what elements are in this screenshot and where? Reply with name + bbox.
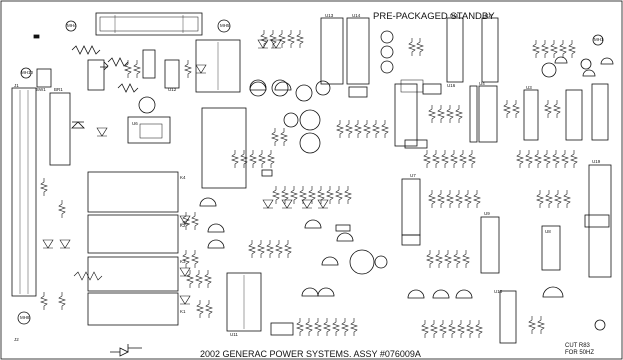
- component-r12: [201, 107, 247, 189]
- label-k3: K3: [180, 259, 186, 264]
- label-u16: U16: [447, 83, 456, 88]
- mounting-hole-mh1: [592, 34, 604, 46]
- label-mh10: MH10: [21, 70, 34, 75]
- component-u11: [226, 272, 262, 332]
- label-mh5: MH5: [220, 23, 230, 28]
- label-u9: U9: [484, 211, 490, 216]
- label-j1: J1: [14, 83, 19, 88]
- capacitor: [138, 96, 156, 114]
- label-j2: J2: [14, 337, 19, 342]
- mounting-hole-mh8: [17, 311, 31, 325]
- label-u14: U14: [352, 13, 361, 18]
- label-k4: K4: [180, 175, 186, 180]
- assembly-label: 2002 GENERAC POWER SYSTEMS. ASSY #076009…: [200, 349, 421, 359]
- mounting-hole-mh10: [20, 67, 32, 79]
- relay-k2: [87, 256, 179, 292]
- mounting-hole-mh5: [217, 19, 231, 33]
- label-br1: BR1: [54, 87, 63, 92]
- chip-u7: [401, 178, 421, 236]
- note-line-2: FOR 50HZ: [565, 350, 595, 356]
- transistor-q9: [249, 81, 267, 91]
- relay-k1: [87, 292, 179, 326]
- label-mh8: MH8: [20, 315, 30, 320]
- label-u6: U6: [132, 121, 138, 126]
- chip-u3: [523, 89, 539, 141]
- chip-u4: [478, 85, 498, 143]
- label-mh4: MH4: [67, 23, 77, 28]
- chip-u12: [164, 59, 180, 89]
- label-u11: U11: [230, 332, 238, 337]
- transistor-q12: [304, 219, 322, 229]
- board-title: PRE-PACKAGED STANDBY: [373, 11, 495, 22]
- component-c16: [584, 214, 610, 228]
- switch-sw1: [36, 68, 52, 88]
- label-k1: K1: [180, 309, 186, 314]
- label-k2: K2: [180, 223, 186, 228]
- chip-u13: [320, 17, 344, 85]
- bridge-br1: [49, 92, 71, 166]
- top-header-connector: [95, 12, 203, 36]
- label-u7: U7: [410, 173, 416, 178]
- label-u17: U17: [485, 13, 494, 18]
- transistor-q4: [199, 197, 217, 207]
- label-u4: U4: [479, 81, 485, 86]
- chip-u9: [480, 216, 500, 274]
- relay-k4: [87, 171, 179, 213]
- label-u13: U13: [325, 13, 334, 18]
- label-mh1: MH1: [594, 37, 604, 42]
- chip-u17: [481, 17, 499, 83]
- resistor-r1: [71, 45, 101, 55]
- capacitor-large: [299, 109, 321, 131]
- transistor-q2: [321, 256, 339, 266]
- transistor-q5: [207, 223, 225, 233]
- note-line-1: CUT R83: [565, 343, 590, 349]
- chip-u19: [588, 164, 612, 278]
- component-q7: [195, 39, 241, 93]
- label-u3: U3: [526, 85, 532, 90]
- label-u8: U8: [545, 229, 551, 234]
- chip-u10: [499, 290, 517, 344]
- label-u10: U10: [494, 289, 503, 294]
- relay-k3: [87, 214, 179, 254]
- chip-u14: [346, 17, 370, 85]
- label-sw1: SW1: [36, 87, 46, 92]
- capacitor-c5: [349, 249, 375, 275]
- resistor: [107, 57, 129, 67]
- left-connector-j1: [11, 87, 37, 297]
- diodes: [42, 39, 329, 305]
- label-u15: U15: [450, 13, 459, 18]
- label-u12: U12: [168, 87, 177, 92]
- chip-u1: [87, 59, 105, 91]
- component-u6: [127, 116, 171, 144]
- chip-u8: [541, 225, 561, 271]
- transistor-q10: [274, 81, 292, 91]
- label-u19: U19: [592, 159, 601, 164]
- diode-cr41: [110, 344, 142, 357]
- mounting-hole-mh4: [65, 20, 77, 32]
- resistor-array: [40, 30, 578, 338]
- fiducial-mark: [33, 34, 40, 39]
- chip-u-right: [591, 83, 609, 141]
- chip-u15: [446, 17, 464, 83]
